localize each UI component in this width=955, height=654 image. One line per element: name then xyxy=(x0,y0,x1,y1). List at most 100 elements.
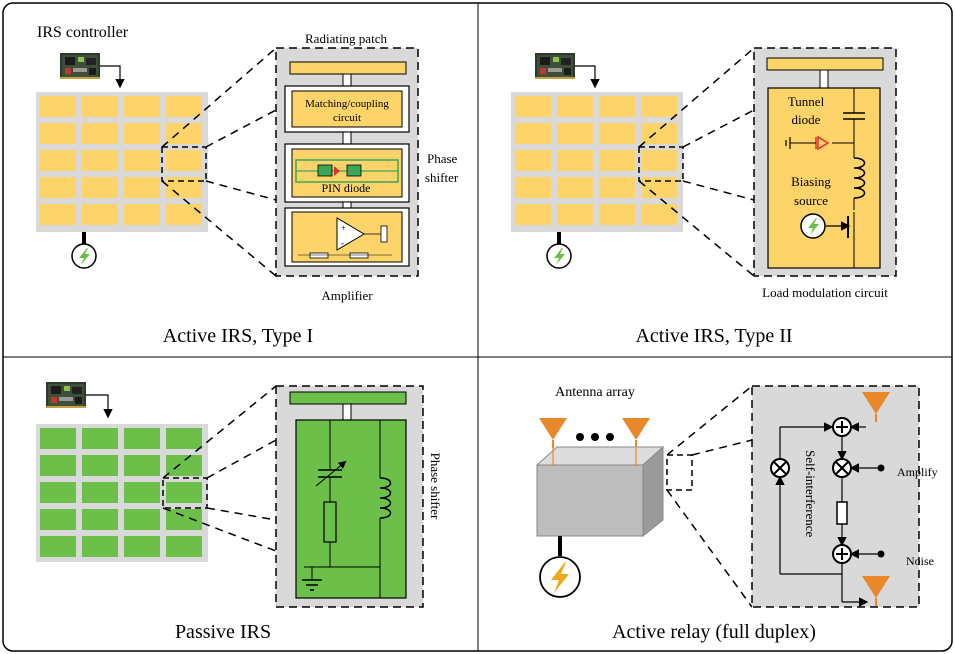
delay-block xyxy=(836,501,848,525)
irs-element xyxy=(557,150,593,171)
biasing-source-label-line2: source xyxy=(794,193,828,208)
irs-element xyxy=(166,428,202,449)
irs-controller-label: IRS controller xyxy=(37,24,129,41)
irs-element xyxy=(166,123,202,144)
caption-active-relay: Active relay (full duplex) xyxy=(612,621,816,643)
caption-active-irs-type2: Active IRS, Type II xyxy=(635,325,792,347)
irs-element xyxy=(599,150,635,171)
phase-shifter-label-line2: shifter xyxy=(425,170,459,185)
irs-element xyxy=(515,204,551,225)
irs-element xyxy=(40,123,76,144)
op-amp-icon xyxy=(336,217,365,251)
irs-element-grid xyxy=(40,96,202,225)
tunnel-diode-label: Tunnel xyxy=(788,94,825,109)
irs-element xyxy=(82,96,118,117)
inductor-icon xyxy=(853,157,866,199)
irs-element xyxy=(82,177,118,198)
irs-element xyxy=(515,123,551,144)
irs-element xyxy=(166,509,202,530)
irs-element xyxy=(641,123,677,144)
biasing-source-label: Biasing xyxy=(791,174,831,189)
panel-passive-irs: Phase shifter Passive IRS xyxy=(36,382,443,643)
irs-element xyxy=(40,509,76,530)
irs-element xyxy=(124,509,160,530)
irs-element xyxy=(40,150,76,171)
amplify-label: Amplify xyxy=(897,465,938,479)
irs-element xyxy=(166,536,202,557)
radiating-patch xyxy=(289,391,407,405)
tunnel-diode-icon xyxy=(817,135,830,151)
irs-element xyxy=(641,177,677,198)
irs-element xyxy=(124,455,160,476)
irs-element xyxy=(82,428,118,449)
matching-circuit xyxy=(291,90,403,128)
irs-element xyxy=(557,123,593,144)
irs-element xyxy=(124,204,160,225)
irs-element xyxy=(599,96,635,117)
irs-element xyxy=(166,150,202,171)
panel-active-irs-type1: IRS controller Radiating patch Matching/… xyxy=(36,24,459,347)
tunnel-diode-label-line2: diode xyxy=(792,112,821,127)
irs-element xyxy=(124,96,160,117)
self-interference-label: Self-interference xyxy=(803,450,818,538)
irs-element xyxy=(641,96,677,117)
caption-passive-irs: Passive IRS xyxy=(175,621,271,643)
irs-element xyxy=(40,428,76,449)
irs-element xyxy=(124,150,160,171)
irs-element xyxy=(166,204,202,225)
noise-label: Noise xyxy=(906,554,934,568)
irs-element xyxy=(166,177,202,198)
irs-element xyxy=(124,428,160,449)
phase-shifter-vertical-label: Phase shifter xyxy=(428,453,443,520)
irs-element xyxy=(40,96,76,117)
irs-element xyxy=(82,150,118,171)
power-icon xyxy=(546,243,572,269)
irs-element xyxy=(82,455,118,476)
svg-text:+: + xyxy=(341,223,346,233)
load-modulation-label: Load modulation circuit xyxy=(762,285,888,300)
irs-element-grid xyxy=(40,428,202,557)
chip-icon xyxy=(535,53,575,79)
lightning-icon xyxy=(551,562,569,593)
irs-element xyxy=(124,536,160,557)
irs-element xyxy=(40,455,76,476)
panel-active-relay: Antenna array xyxy=(535,385,938,643)
irs-element xyxy=(641,150,677,171)
antenna-array-label: Antenna array xyxy=(555,385,635,400)
irs-element xyxy=(557,177,593,198)
inductor-icon xyxy=(379,477,392,519)
matching-label-line2: circuit xyxy=(333,112,361,124)
caption-active-irs-type1: Active IRS, Type I xyxy=(163,325,313,347)
irs-element xyxy=(515,177,551,198)
irs-element xyxy=(515,96,551,117)
irs-element xyxy=(124,482,160,503)
irs-element xyxy=(124,177,160,198)
irs-element xyxy=(82,536,118,557)
irs-element xyxy=(166,482,202,503)
irs-element xyxy=(40,482,76,503)
irs-element xyxy=(641,204,677,225)
svg-text:-: - xyxy=(341,238,344,248)
power-icon xyxy=(800,213,826,239)
irs-element xyxy=(166,455,202,476)
load-modulation-block xyxy=(767,87,881,269)
irs-element xyxy=(40,204,76,225)
chip-icon xyxy=(60,53,100,79)
irs-element xyxy=(82,123,118,144)
irs-element-grid xyxy=(515,96,677,225)
pin-diode-icon xyxy=(334,166,340,176)
panel-active-irs-type2: Tunnel diode Biasing source Load modulat… xyxy=(511,47,897,347)
irs-element xyxy=(557,96,593,117)
irs-element xyxy=(599,123,635,144)
matching-label: Matching/coupling xyxy=(305,98,389,110)
irs-element xyxy=(40,536,76,557)
irs-element xyxy=(599,177,635,198)
irs-element xyxy=(515,150,551,171)
relay-box xyxy=(536,464,644,537)
pin-diode-label: PIN diode xyxy=(322,181,371,195)
radiating-patch xyxy=(289,61,407,75)
resistor-icon xyxy=(323,501,337,543)
irs-element xyxy=(82,204,118,225)
irs-element xyxy=(599,204,635,225)
